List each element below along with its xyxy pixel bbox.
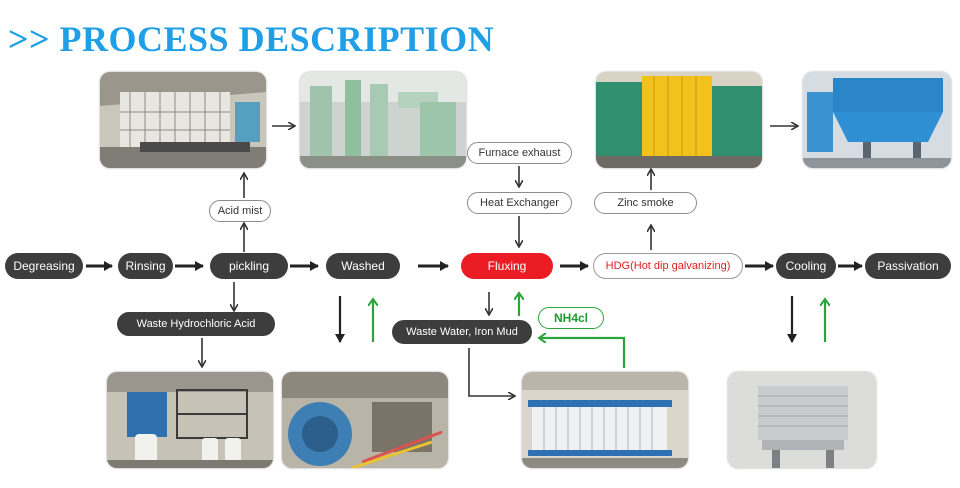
step-hdg: HDG(Hot dip galvanizing): [593, 253, 743, 279]
arrow-wastewater-filterpress: [468, 348, 514, 396]
pickling-workshop-photo: [100, 72, 266, 168]
step-cooling: Cooling: [776, 253, 836, 279]
nh4cl-label: NH4cl: [538, 307, 604, 329]
step-degreasing: Degreasing: [5, 253, 83, 279]
step-passivation: Passivation: [865, 253, 951, 279]
step-rinsing: Rinsing: [118, 253, 173, 279]
arrow-nh4cl-return-green: [540, 338, 626, 368]
acid-regeneration-plant-photo: [107, 372, 273, 468]
heat-exchanger-label: Heat Exchanger: [467, 192, 572, 214]
scrubber-tower-photo: [300, 72, 466, 168]
step-fluxing: Fluxing: [461, 253, 553, 279]
step-washed: Washed: [326, 253, 400, 279]
dust-collector-photo: [803, 72, 951, 168]
filter-press-photo: [522, 372, 688, 468]
zinc-smoke-label: Zinc smoke: [594, 192, 697, 214]
waste-acid-label: Waste Hydrochloric Acid: [117, 312, 275, 336]
galvanizing-line-photo: [596, 72, 762, 168]
wastewater-tank-photo: [282, 372, 448, 468]
cooling-tower-photo: [728, 372, 876, 468]
furnace-exhaust-label: Furnace exhaust: [467, 142, 572, 164]
acid-mist-label: Acid mist: [209, 200, 271, 222]
step-pickling: pickling: [210, 253, 288, 279]
waste-water-label: Waste Water, Iron Mud: [392, 320, 532, 344]
page-title: >> PROCESS DESCRIPTION: [8, 19, 495, 59]
